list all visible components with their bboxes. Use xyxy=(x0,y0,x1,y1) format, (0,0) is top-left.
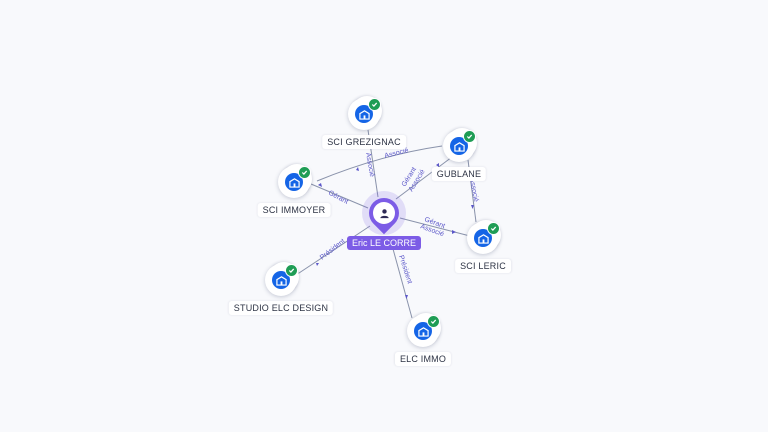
edge-gublane-immoyer xyxy=(316,145,443,182)
arrow-gublane-immoyer xyxy=(356,167,359,171)
building-icon xyxy=(285,173,303,191)
arrow-studio xyxy=(316,263,319,266)
edge-center-gublane xyxy=(395,156,453,200)
edge-label-studio: Président xyxy=(319,238,347,262)
verified-check-icon xyxy=(463,130,476,143)
arrow-gublane-leric xyxy=(471,205,474,209)
verified-check-icon xyxy=(285,264,298,277)
edge-label-grezignac: Associé xyxy=(364,152,375,177)
node-label: GUBLANE xyxy=(431,167,487,181)
edge-label-elc-immo: Président xyxy=(397,254,413,284)
edges xyxy=(295,129,477,319)
node-label: SCI GREZIGNAC xyxy=(322,135,406,149)
node-label: STUDIO ELC DESIGN xyxy=(228,301,334,315)
building-icon xyxy=(414,322,432,340)
edge-label-immoyer: Gérant xyxy=(327,190,349,206)
arrow-elc-immo xyxy=(405,295,408,299)
arrow-gublane xyxy=(436,163,439,167)
edge-label-gublane-immoyer: Associé xyxy=(384,147,410,160)
verified-check-icon xyxy=(368,98,381,111)
edge-label-gublane-leric: Associé xyxy=(468,177,479,202)
building-icon xyxy=(355,105,373,123)
arrow-leric xyxy=(452,230,456,234)
node-label: SCI LERIC xyxy=(455,259,511,273)
person-name-label: Eric LE CORRE xyxy=(346,236,422,250)
person-icon xyxy=(373,202,395,224)
building-icon xyxy=(272,271,290,289)
arrow-immoyer xyxy=(318,183,322,187)
edge-center-leric xyxy=(399,217,471,237)
edge-center-studio xyxy=(295,225,371,276)
node-label: ELC IMMO xyxy=(394,352,452,366)
verified-check-icon xyxy=(298,166,311,179)
building-icon xyxy=(474,229,492,247)
verified-check-icon xyxy=(487,222,500,235)
building-icon xyxy=(450,137,468,155)
edge-center-immoyer xyxy=(310,183,369,209)
verified-check-icon xyxy=(427,315,440,328)
node-label: SCI IMMOYER xyxy=(257,203,331,217)
edge-center-elc-immo xyxy=(389,237,413,319)
